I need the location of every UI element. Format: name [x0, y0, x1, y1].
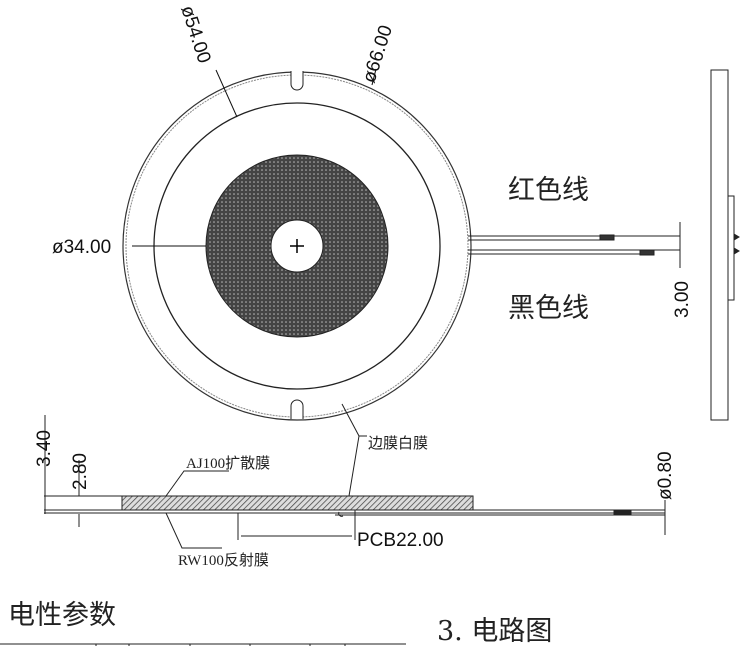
layer-height-dim: 2.80	[70, 453, 91, 490]
top-notch	[290, 71, 304, 91]
total-height-dim: 3.40	[34, 430, 55, 467]
lead-spacing-dim: 3.00	[672, 281, 693, 318]
pcb-dim: PCB22.00	[357, 530, 444, 551]
center-diameter-dim: ø34.00	[52, 237, 111, 258]
edge-film-label: 边膜白膜	[368, 435, 428, 452]
inner-diameter-dim: ø54.00	[176, 3, 214, 66]
side-view	[710, 69, 740, 421]
diffuser-label: AJ100扩散膜	[186, 455, 270, 472]
section-view: 3.40 2.80 ø0.80 AJ100扩散膜 边膜白膜 RW100反射膜 P…	[34, 403, 676, 569]
bottom-notch	[290, 399, 304, 419]
diffuser-layer	[121, 495, 474, 511]
circuit-title: 3. 电路图	[437, 616, 552, 646]
electrical-params-title: 电性参数	[8, 600, 116, 631]
reflector-label: RW100反射膜	[178, 552, 269, 569]
red-wire-label: 红色线	[508, 175, 589, 206]
lead-wires	[468, 222, 681, 268]
top-view: ø66.00 ø54.00 ø34.00 3.00 红色线 黑色线	[52, 3, 693, 421]
wire-diameter-dim: ø0.80	[655, 451, 676, 500]
plus-icon	[290, 239, 304, 253]
outer-diameter-dim: ø66.00	[359, 23, 397, 86]
black-wire-label: 黑色线	[508, 293, 589, 324]
